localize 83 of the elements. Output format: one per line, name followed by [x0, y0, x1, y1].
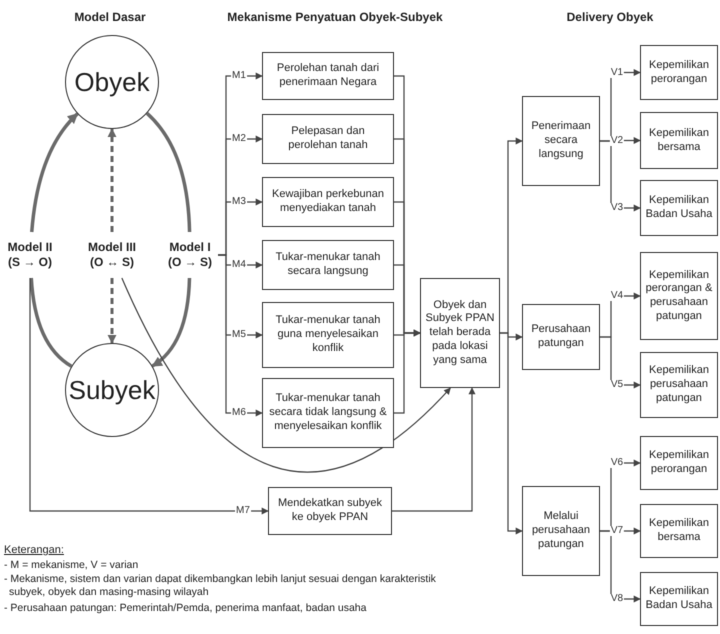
edge-label: V3 [610, 203, 624, 213]
notes-heading: Keterangan: [4, 544, 65, 558]
model-name: Model I [169, 240, 211, 255]
process-box [640, 504, 718, 558]
note-text: - Perusahaan patungan: Pemerintah/Pemda, penerima manfaat, badan usaha [4, 602, 368, 616]
node-text: Penerimaan secara langsung [530, 120, 592, 162]
dashed-arrow [108, 278, 116, 344]
node-text: Kepemilikan Badan Usaha [644, 194, 714, 222]
note-text: - Mekanisme, sistem dan varian dapat dikembangkan lebih lanjut sesuai dengan karakteristik subyek, obyek dan masing-masing wilayah [4, 573, 437, 600]
node-text: Mendekatkan subyek ke obyek PPAN [277, 497, 383, 525]
node-text: Kepemilikan perorangan & perusahaan patungan [644, 268, 714, 324]
process-box [262, 302, 394, 368]
arrow [218, 254, 263, 416]
node-text: Tukar-menukar tanah guna menyelesaikan konflik [274, 314, 382, 356]
node-text: Kepemilikan perusahaan patungan [648, 364, 710, 406]
arrow [121, 278, 451, 473]
process-box [640, 180, 718, 236]
node-text: Tukar-menukar tanah secara langsung [274, 251, 382, 279]
connector-line [146, 112, 192, 232]
node-text: Obyek dan Subyek PPAN telah berada pada lokasi yang sama [424, 298, 496, 368]
model-name: Model III [88, 240, 136, 255]
node-title: Obyek [74, 69, 150, 95]
node-text: Tukar-menukar tanah secara tidak langsung & menyelesaikan konflik [268, 392, 388, 434]
arrow [394, 330, 421, 414]
arrow [151, 278, 192, 368]
node-text: Perolehan tanah dari penerimaan Negara [276, 62, 380, 90]
process-box [262, 240, 394, 290]
arrow [29, 278, 269, 514]
edge-label: V4 [610, 291, 624, 301]
node-text: Kewajiban perkebunan menyediakan tanah [271, 188, 385, 216]
edge-label: M4 [231, 260, 247, 270]
edge-label: M3 [231, 197, 247, 207]
process-box [640, 436, 718, 490]
arrow [30, 112, 79, 232]
edge-label: V6 [610, 458, 624, 468]
process-box [268, 487, 392, 535]
process-box [640, 352, 718, 418]
arrow [600, 530, 641, 602]
model-formula: (O ↔ S) [90, 255, 134, 270]
edge-label: V8 [610, 594, 624, 604]
process-box [640, 45, 718, 100]
edge-label: V1 [610, 68, 624, 78]
process-box [262, 378, 394, 448]
note-text: - M = mekanisme, V = varian [4, 559, 140, 572]
column-heading: Mekanisme Penyatuan Obyek-Subyek [226, 10, 444, 25]
process-box [640, 112, 718, 169]
process-box [262, 177, 394, 227]
process-box [262, 52, 394, 100]
node-text: Kepemilikan Badan Usaha [644, 585, 714, 613]
edge-label: V5 [610, 380, 624, 390]
node-text: Kepemilikan perorangan [648, 449, 710, 477]
edge-label: M6 [231, 408, 247, 418]
node-text: Kepemilikan perorangan [648, 58, 710, 86]
arrow [600, 140, 641, 212]
process-box [420, 278, 500, 388]
process-box [262, 114, 394, 164]
arrow [600, 336, 641, 388]
connector-line [30, 278, 72, 368]
process-box [522, 304, 600, 370]
arrow [392, 387, 476, 512]
edge-label: M7 [235, 506, 251, 516]
process-box [640, 252, 718, 340]
column-heading: Model Dasar [73, 10, 147, 25]
process-box [522, 96, 600, 186]
node-text: Melalui perusahaan patungan [530, 510, 592, 552]
model-name: Model II [8, 240, 52, 255]
dashed-arrow [108, 128, 116, 232]
process-box [522, 486, 600, 576]
node-text: Perusahaan patungan [530, 323, 592, 351]
node-title: Subyek [68, 377, 156, 403]
node-text: Kepemilikan bersama [648, 517, 710, 545]
edge-label: M1 [231, 71, 247, 81]
process-box [640, 572, 718, 626]
model-formula: (O → S) [168, 255, 212, 270]
column-heading: Delivery Obyek [566, 10, 654, 25]
model-formula: (S → O) [8, 255, 52, 270]
edge-label: M5 [231, 330, 247, 340]
node-text: Pelepasan dan perolehan tanah [287, 125, 369, 153]
edge-label: V7 [610, 526, 624, 536]
arrow [500, 332, 523, 534]
node-text: Kepemilikan bersama [648, 126, 710, 154]
edge-label: V2 [610, 136, 624, 146]
edge-label: M2 [231, 134, 247, 144]
